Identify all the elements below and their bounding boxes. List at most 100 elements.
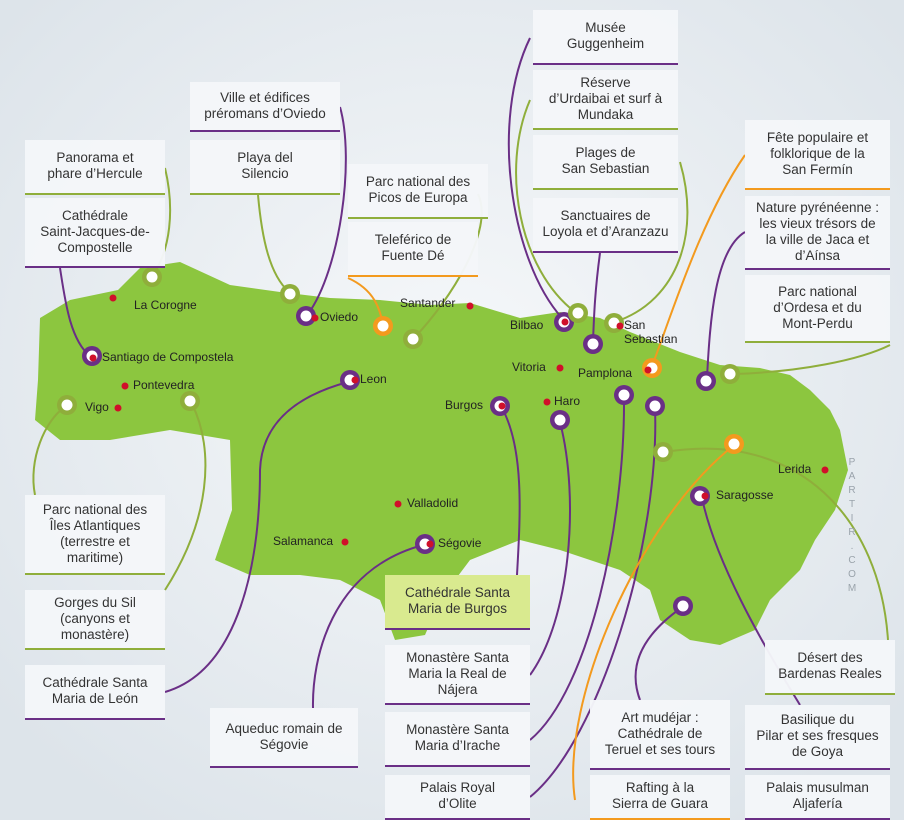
- label-ordesa[interactable]: Parc national d’Ordesa et du Mont-Perdu: [745, 275, 890, 343]
- leader-line: [507, 37, 563, 319]
- city-label: Pontevedra: [133, 378, 195, 392]
- label-sil[interactable]: Gorges du Sil (canyons et monastère): [25, 590, 165, 650]
- city-dot: [556, 364, 564, 372]
- leader-line: [311, 544, 424, 709]
- site-marker[interactable]: [280, 284, 300, 304]
- city-label: Santander: [400, 296, 456, 310]
- city-dot: [341, 538, 349, 546]
- site-marker[interactable]: [642, 358, 662, 378]
- label-loyola[interactable]: Sanctuaires de Loyola et d’Aranzazu: [533, 198, 678, 253]
- leader-line: [529, 421, 571, 676]
- leader-line: [529, 397, 626, 741]
- city-dot: [616, 322, 624, 330]
- label-atlantiques[interactable]: Parc national des Îles Atlantiques (terr…: [25, 495, 165, 575]
- leader-line: [706, 231, 746, 379]
- label-urdaibai[interactable]: Réserve d’Urdaibai et surf à Mundaka: [533, 70, 678, 130]
- site-marker[interactable]: [568, 303, 588, 323]
- leader-line: [307, 106, 347, 315]
- city-dot: [311, 314, 319, 322]
- label-sansebastian[interactable]: Plages de San Sebastian: [533, 135, 678, 190]
- city-label: Burgos: [445, 398, 484, 412]
- site-marker[interactable]: [373, 316, 393, 336]
- site-marker[interactable]: [724, 434, 744, 454]
- label-jaca[interactable]: Nature pyrénéenne : les vieux trésors de…: [745, 196, 890, 270]
- label-segovie[interactable]: Aqueduc romain de Ségovie: [210, 708, 358, 768]
- city-dot: [426, 540, 434, 548]
- label-silencio[interactable]: Playa del Silencio: [190, 140, 340, 195]
- label-irache[interactable]: Monastère Santa Maria d’Irache: [385, 712, 530, 767]
- leader-line: [572, 445, 734, 801]
- city-dot: [498, 402, 506, 410]
- site-marker[interactable]: [403, 329, 423, 349]
- leader-line: [164, 381, 349, 693]
- city-dot: [561, 318, 569, 326]
- site-marker[interactable]: [340, 370, 360, 390]
- site-marker[interactable]: [142, 267, 162, 287]
- label-picos[interactable]: Parc national des Picos de Europa: [348, 164, 488, 219]
- label-guggenheim[interactable]: Musée Guggenheim: [533, 10, 678, 65]
- city-dot: [89, 354, 97, 362]
- label-hercule[interactable]: Panorama et phare d’Hercule: [25, 140, 165, 195]
- label-fuentede[interactable]: Teleférico de Fuente Dé: [348, 222, 478, 277]
- city-label: Pamplona: [578, 366, 633, 380]
- site-marker[interactable]: [673, 596, 693, 616]
- site-marker[interactable]: [180, 391, 200, 411]
- city-dot: [109, 294, 117, 302]
- site-marker[interactable]: [720, 364, 740, 384]
- site-marker[interactable]: [614, 385, 634, 405]
- city-label: Oviedo: [320, 310, 359, 324]
- city-dot: [114, 404, 122, 412]
- leader-line: [501, 407, 521, 576]
- city-dot: [351, 376, 359, 384]
- site-marker[interactable]: [583, 334, 603, 354]
- city-label: Santiago de Compostela: [102, 350, 234, 364]
- label-burgos[interactable]: Cathédrale Santa Maria de Burgos: [385, 575, 530, 630]
- label-bardenas[interactable]: Désert des Bardenas Reales: [765, 640, 895, 695]
- city-dot: [821, 466, 829, 474]
- leader-line: [164, 403, 207, 591]
- leader-line: [732, 344, 891, 375]
- label-teruel[interactable]: Art mudéjar : Cathédrale de Teruel et se…: [590, 700, 730, 770]
- site-marker[interactable]: [550, 410, 570, 430]
- city-dot: [394, 500, 402, 508]
- city-dot: [466, 302, 474, 310]
- label-aljaferia[interactable]: Palais musulman Aljafería: [745, 775, 890, 820]
- label-oviedo[interactable]: Ville et édifices préromans d’Oviedo: [190, 82, 340, 132]
- label-najera[interactable]: Monastère Santa Maria la Real de Nájera: [385, 645, 530, 705]
- city-label: La Corogne: [134, 298, 197, 312]
- city-dot: [543, 398, 551, 406]
- city-label: Saragosse: [716, 488, 774, 502]
- leader-line: [257, 194, 290, 293]
- site-marker[interactable]: [415, 534, 435, 554]
- city-label: Valladolid: [407, 496, 459, 510]
- leader-line: [515, 99, 576, 313]
- leader-line: [664, 447, 889, 641]
- leader-line: [529, 407, 657, 798]
- site-marker[interactable]: [296, 306, 316, 326]
- city-dot: [701, 492, 709, 500]
- city-label: Haro: [554, 394, 581, 408]
- label-pilar[interactable]: Basilique du Pilar et ses fresques de Go…: [745, 705, 890, 770]
- leader-line: [651, 154, 746, 367]
- site-marker[interactable]: [645, 396, 665, 416]
- label-leon[interactable]: Cathédrale Santa Maria de León: [25, 665, 165, 720]
- label-fermin[interactable]: Fête populaire et folklorique de la San …: [745, 120, 890, 190]
- city-label: Lerida: [778, 462, 812, 476]
- site-marker[interactable]: [696, 371, 716, 391]
- leader-line: [634, 607, 682, 701]
- leader-line: [592, 252, 601, 343]
- label-compostelle[interactable]: Cathédrale Saint-Jacques-de- Compostelle: [25, 198, 165, 268]
- city-dot: [644, 366, 652, 374]
- city-label: Salamanca: [273, 534, 334, 548]
- city-label: Leon: [360, 372, 387, 386]
- site-marker[interactable]: [57, 395, 77, 415]
- city-label: San Sebastian: [624, 318, 678, 346]
- label-rafting[interactable]: Rafting à la Sierra de Guara: [590, 775, 730, 820]
- label-olite[interactable]: Palais Royal d’Olite: [385, 775, 530, 820]
- site-marker[interactable]: [690, 486, 710, 506]
- city-label: Ségovie: [438, 536, 482, 550]
- city-label: Bilbao: [510, 318, 544, 332]
- site-marker[interactable]: [653, 442, 673, 462]
- city-label: Vigo: [85, 400, 109, 414]
